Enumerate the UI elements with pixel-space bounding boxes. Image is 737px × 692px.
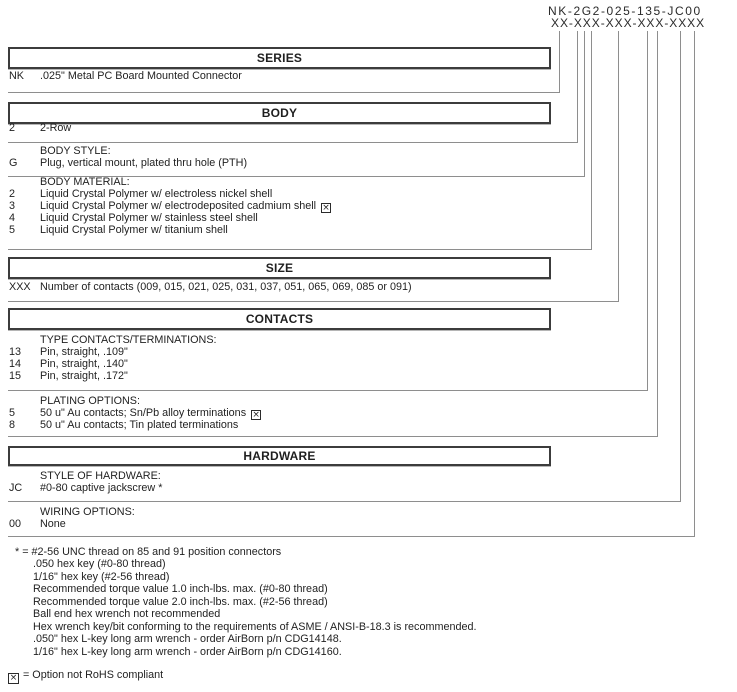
footnotes-block: * = #2-56 UNC thread on 85 and 91 positi… bbox=[0, 546, 476, 658]
rohs-legend-text: = Option not RoHS compliant bbox=[23, 669, 164, 681]
footnote-line: .050" hex L-key long arm wrench - order … bbox=[33, 633, 342, 646]
table-row: 13 Pin, straight, .109" bbox=[9, 346, 128, 359]
option-desc: 50 u" Au contacts; Tin plated terminatio… bbox=[40, 419, 239, 431]
option-desc: .025" Metal PC Board Mounted Connector bbox=[40, 70, 242, 82]
option-desc: #0-80 captive jackscrew * bbox=[40, 482, 163, 494]
table-row: JC #0-80 captive jackscrew * bbox=[9, 482, 163, 495]
series-title: SERIES bbox=[256, 51, 303, 65]
part-number-value: NK-2G2-025-135-JC00 bbox=[548, 4, 702, 18]
connector-line-contact-type bbox=[647, 31, 648, 391]
footnote-line: Recommended torque value 2.0 inch-lbs. m… bbox=[33, 595, 328, 608]
rule-contact-type bbox=[8, 390, 648, 391]
table-row: 14 Pin, straight, .140" bbox=[9, 358, 128, 371]
footnote-line: 1/16" hex L-key long arm wrench - order … bbox=[33, 645, 342, 658]
connector-line-plating bbox=[657, 31, 658, 437]
body-material-heading: BODY MATERIAL: bbox=[40, 176, 130, 188]
rule-body-row bbox=[8, 142, 578, 143]
footnote-line: .050 hex key (#0-80 thread) bbox=[33, 558, 166, 571]
option-code: G bbox=[9, 157, 18, 169]
footnote-line: * = #2-56 UNC thread on 85 and 91 positi… bbox=[15, 546, 282, 558]
series-section-header: SERIES bbox=[8, 47, 551, 69]
rule-size bbox=[8, 301, 619, 302]
option-code: XXX bbox=[9, 281, 31, 293]
table-row: 5 Liquid Crystal Polymer w/ titanium shel… bbox=[9, 224, 228, 237]
hardware-title: HARDWARE bbox=[243, 449, 316, 463]
table-row: NK .025" Metal PC Board Mounted Connector bbox=[9, 70, 242, 83]
wiring-heading: WIRING OPTIONS: bbox=[40, 506, 135, 518]
table-row: 4 Liquid Crystal Polymer w/ stainless ste… bbox=[9, 212, 258, 225]
connector-line-body-material bbox=[591, 31, 592, 250]
footnote-line: Ball end hex wrench not recommended bbox=[33, 608, 221, 621]
connector-line-body-row bbox=[577, 31, 578, 143]
table-row: 2 Liquid Crystal Polymer w/ electroless n… bbox=[9, 188, 273, 201]
plating-heading: PLATING OPTIONS: bbox=[40, 395, 140, 407]
size-title: SIZE bbox=[265, 261, 294, 275]
option-code: 8 bbox=[9, 419, 16, 431]
hardware-style-heading: STYLE OF HARDWARE: bbox=[40, 470, 161, 482]
connector-line-body-style bbox=[584, 31, 585, 177]
rule-wiring bbox=[8, 536, 695, 537]
table-row: 15 Pin, straight, .172" bbox=[9, 370, 128, 383]
table-row: XXX Number of contacts (009, 015, 021, 02… bbox=[9, 281, 412, 294]
table-row: 3 Liquid Crystal Polymer w/ electrodeposi… bbox=[9, 200, 332, 213]
connector-line-wiring bbox=[694, 31, 695, 537]
option-desc: 2-Row bbox=[40, 122, 72, 134]
table-row: G Plug, vertical mount, plated thru hole … bbox=[9, 157, 248, 170]
connector-line-hardware-style bbox=[680, 31, 681, 502]
option-code: 00 bbox=[9, 518, 22, 530]
contact-type-heading: TYPE CONTACTS/TERMINATIONS: bbox=[40, 334, 217, 346]
option-code: 4 bbox=[9, 212, 16, 224]
rule-hardware-style bbox=[8, 501, 681, 502]
option-code: 2 bbox=[9, 188, 16, 200]
body-title: BODY bbox=[261, 106, 298, 120]
option-code: NK bbox=[9, 70, 24, 82]
body-section-header: BODY bbox=[8, 102, 551, 124]
option-desc: Liquid Crystal Polymer w/ electroless ni… bbox=[40, 188, 273, 200]
not-rohs-icon: × bbox=[8, 673, 19, 684]
connector-line-series bbox=[559, 31, 560, 93]
option-desc: Pin, straight, .140" bbox=[40, 358, 128, 370]
contacts-section-header: CONTACTS bbox=[8, 308, 551, 330]
rule-plating bbox=[8, 436, 658, 437]
hardware-section-header: HARDWARE bbox=[8, 446, 551, 466]
option-code: 5 bbox=[9, 224, 16, 236]
not-rohs-icon: × bbox=[321, 203, 332, 213]
option-code: JC bbox=[9, 482, 23, 494]
option-code: 5 bbox=[9, 407, 16, 419]
rule-series bbox=[8, 92, 560, 93]
option-code: 15 bbox=[9, 370, 22, 382]
option-code: 3 bbox=[9, 200, 16, 212]
table-row: 00 None bbox=[9, 518, 66, 531]
footnote-line: Recommended torque value 1.0 inch-lbs. m… bbox=[33, 583, 328, 596]
option-desc: None bbox=[40, 518, 66, 530]
table-row: 5 50 u" Au contacts; Sn/Pb alloy terminat… bbox=[9, 407, 262, 420]
option-desc: Liquid Crystal Polymer w/ stainless stee… bbox=[40, 212, 258, 224]
footnote-line: Hex wrench key/bit conforming to the req… bbox=[33, 620, 477, 633]
option-desc: Pin, straight, .109" bbox=[40, 346, 128, 358]
option-desc: 50 u" Au contacts; Sn/Pb alloy terminati… bbox=[40, 407, 247, 419]
option-code: 13 bbox=[9, 346, 22, 358]
table-row: 2 2-Row bbox=[9, 122, 72, 135]
rohs-legend: × = Option not RoHS compliant bbox=[8, 669, 163, 684]
footnote-line: 1/16" hex key (#2-56 thread) bbox=[33, 570, 170, 583]
part-number-mask: XX-XXX-XXX-XXX-XXXX bbox=[551, 16, 706, 30]
option-desc: Liquid Crystal Polymer w/ titanium shell bbox=[40, 224, 228, 236]
option-desc: Number of contacts (009, 015, 021, 025, … bbox=[40, 281, 412, 293]
not-rohs-icon: × bbox=[251, 410, 262, 420]
contacts-title: CONTACTS bbox=[245, 312, 314, 326]
option-desc: Liquid Crystal Polymer w/ electrodeposit… bbox=[40, 200, 317, 212]
table-row: 8 50 u" Au contacts; Tin plated terminati… bbox=[9, 419, 239, 432]
rule-body-material bbox=[8, 249, 592, 250]
option-desc: Pin, straight, .172" bbox=[40, 370, 128, 382]
size-section-header: SIZE bbox=[8, 257, 551, 279]
option-code: 2 bbox=[9, 122, 16, 134]
rule-body-style bbox=[8, 176, 585, 177]
option-desc: Plug, vertical mount, plated thru hole (… bbox=[40, 157, 248, 169]
body-style-heading: BODY STYLE: bbox=[40, 145, 111, 157]
connector-line-size bbox=[618, 31, 619, 302]
option-code: 14 bbox=[9, 358, 22, 370]
